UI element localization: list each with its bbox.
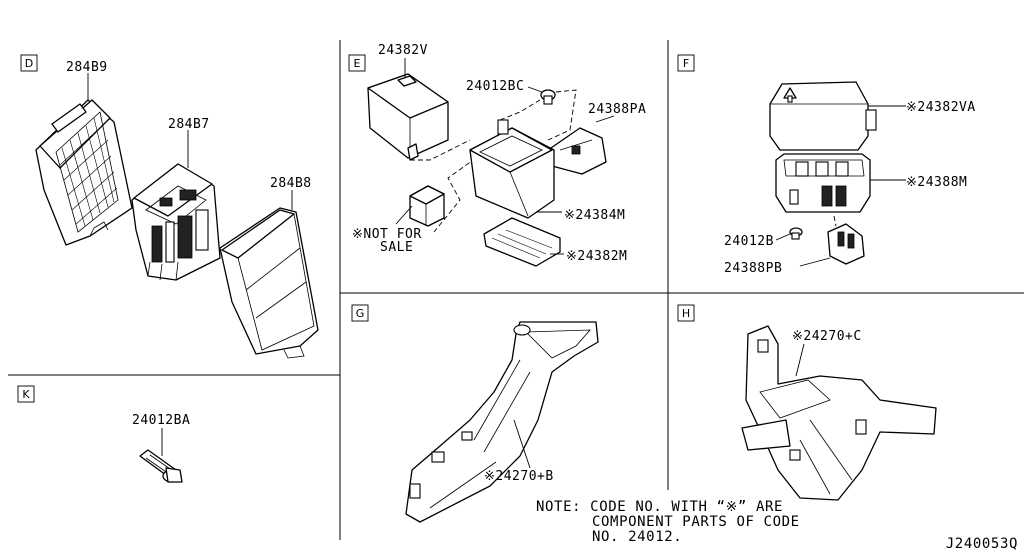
label-24012ba: 24012BA bbox=[132, 413, 190, 428]
section-label-E: E bbox=[348, 54, 366, 72]
leader-24270c bbox=[795, 343, 805, 377]
note-line-1: NOTE: CODE NO. WITH “※” ARE bbox=[536, 499, 783, 515]
svg-text:H: H bbox=[682, 307, 690, 320]
part-24012bc-screw bbox=[540, 89, 556, 105]
part-24270b-harness-protector bbox=[405, 321, 599, 523]
part-24012b-screw bbox=[789, 227, 803, 240]
part-284b8-cover bbox=[219, 207, 319, 359]
part-24388pb-bracket bbox=[827, 215, 865, 265]
leader-24270b bbox=[513, 419, 531, 469]
leader-not-for-sale bbox=[395, 205, 413, 225]
label-24388m: ※24388M bbox=[906, 175, 967, 190]
label-24388pb: 24388PB bbox=[724, 261, 782, 276]
label-24012b: 24012B bbox=[724, 234, 774, 249]
part-24388m-box bbox=[775, 153, 871, 213]
svg-text:F: F bbox=[683, 57, 689, 70]
section-label-K: K bbox=[17, 385, 35, 403]
label-24012bc: 24012BC bbox=[466, 79, 524, 94]
part-relay-not-for-sale bbox=[409, 185, 445, 227]
note-line-2: COMPONENT PARTS OF CODE bbox=[592, 514, 800, 530]
part-24382m-tray bbox=[483, 217, 561, 267]
part-284b7-fuse-block bbox=[131, 163, 221, 281]
label-24270c: ※24270+C bbox=[792, 329, 862, 344]
label-24382m: ※24382M bbox=[566, 249, 627, 264]
svg-text:E: E bbox=[354, 57, 361, 70]
leader-24388pa bbox=[595, 115, 615, 123]
part-24382va-lid bbox=[769, 81, 877, 151]
leader-24012b bbox=[775, 233, 791, 241]
label-284b7: 284B7 bbox=[168, 117, 210, 132]
label-24388pa: 24388PA bbox=[588, 102, 646, 117]
label-24382va: ※24382VA bbox=[906, 100, 976, 115]
section-dividers bbox=[8, 40, 1024, 540]
label-not-for-sale-line1: ※NOT FOR bbox=[352, 227, 422, 242]
section-label-G: G bbox=[351, 304, 369, 322]
label-24384m: ※24384M bbox=[564, 208, 625, 223]
section-label-D: D bbox=[20, 54, 38, 72]
leader-24388pb bbox=[799, 257, 831, 267]
label-284b9: 284B9 bbox=[66, 60, 108, 75]
svg-text:G: G bbox=[356, 307, 365, 320]
label-not-for-sale-line2: SALE bbox=[380, 240, 413, 255]
assembly-dashed-lines-e bbox=[410, 89, 577, 233]
label-284b8: 284B8 bbox=[270, 176, 312, 191]
label-24270b: ※24270+B bbox=[484, 469, 554, 484]
svg-text:D: D bbox=[25, 57, 33, 70]
diagram-code: J240053Q bbox=[946, 536, 1018, 552]
part-24270c-harness-protector bbox=[741, 325, 937, 501]
note-line-3: NO. 24012. bbox=[592, 529, 682, 545]
label-24382v: 24382V bbox=[378, 43, 428, 58]
part-24388pa-bracket bbox=[547, 127, 607, 175]
part-relay-box bbox=[469, 119, 555, 219]
svg-text:K: K bbox=[22, 388, 30, 401]
leader-24012bc bbox=[527, 86, 543, 93]
part-24382v-lid bbox=[367, 73, 449, 161]
part-284b9-cover bbox=[35, 99, 133, 246]
section-label-H: H bbox=[677, 304, 695, 322]
part-24012ba-bolt bbox=[139, 449, 183, 483]
section-label-F: F bbox=[677, 54, 695, 72]
